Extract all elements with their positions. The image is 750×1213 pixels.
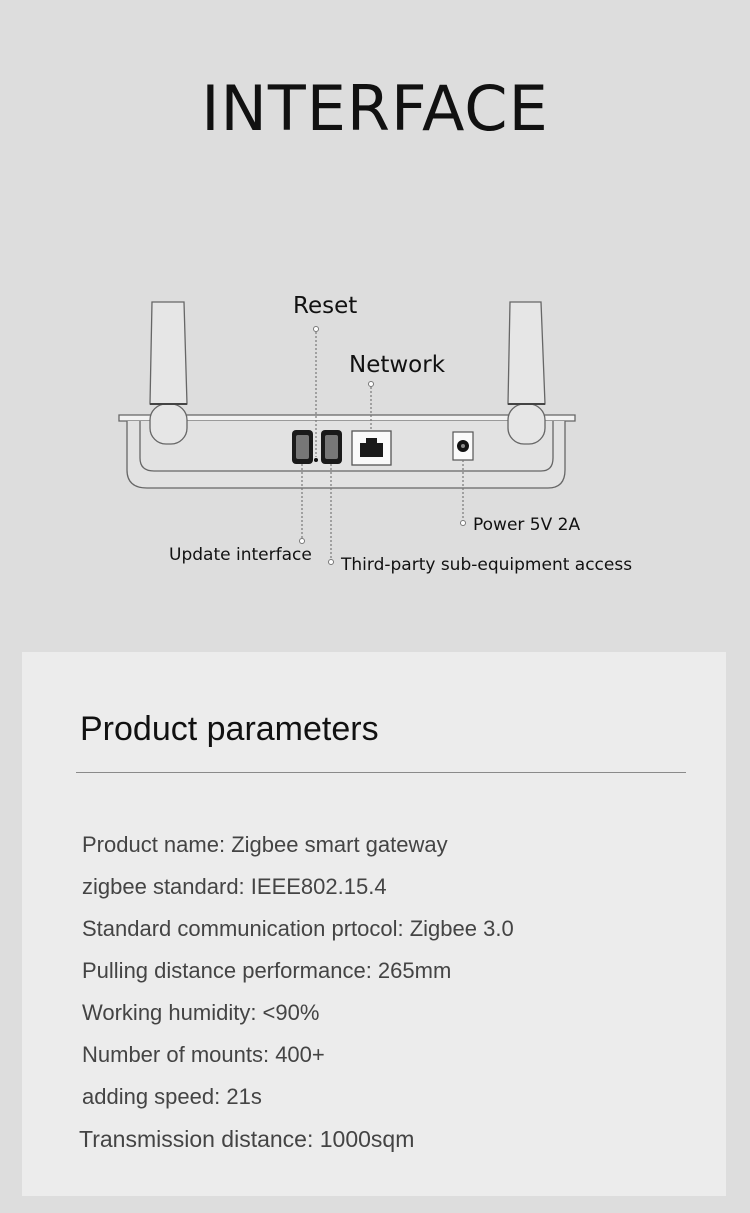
param-number-of-mounts: Number of mounts: 400+ bbox=[82, 1042, 325, 1067]
reset-label: Reset bbox=[293, 293, 358, 319]
left-antenna bbox=[149, 301, 188, 405]
power-jack bbox=[452, 431, 474, 461]
param-adding-speed: adding speed: 21s bbox=[82, 1084, 262, 1109]
power-label: Power 5V 2A bbox=[473, 515, 581, 535]
param-pulling-distance: Pulling distance performance: 265mm bbox=[82, 958, 452, 983]
update-interface-label: Update interface bbox=[169, 545, 312, 565]
gateway-rear-diagram: Reset Network Power 5V 2A Update interfa… bbox=[0, 280, 750, 600]
product-parameters-card: Product parameters Product name: Zigbee … bbox=[22, 652, 726, 1196]
param-zigbee-standard: zigbee standard: IEEE802.15.4 bbox=[82, 874, 387, 899]
param-product-name: Product name: Zigbee smart gateway bbox=[82, 832, 448, 857]
parameters-title: Product parameters bbox=[80, 710, 379, 748]
right-antenna bbox=[507, 301, 546, 405]
title-divider bbox=[76, 772, 686, 773]
gateway-illustration bbox=[118, 301, 576, 565]
ethernet-port bbox=[351, 430, 392, 466]
parameters-list: Product name: Zigbee smart gateway zigbe… bbox=[79, 824, 514, 1160]
page-title: INTERFACE bbox=[201, 72, 549, 145]
reset-hole bbox=[314, 458, 318, 462]
network-label: Network bbox=[349, 352, 446, 378]
param-transmission-distance: Transmission distance: 1000sqm bbox=[79, 1126, 415, 1152]
third-party-access-label: Third-party sub-equipment access bbox=[341, 555, 633, 575]
param-communication-protocol: Standard communication prtocol: Zigbee 3… bbox=[82, 916, 514, 941]
usb-ports bbox=[292, 430, 342, 464]
param-working-humidity: Working humidity: <90% bbox=[82, 1000, 320, 1025]
